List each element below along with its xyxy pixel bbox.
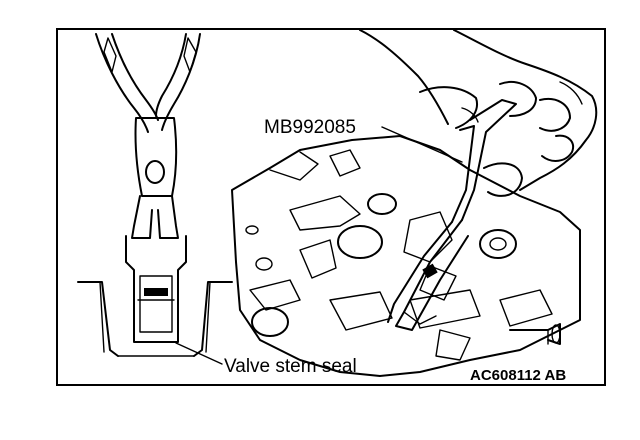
part-name-label: Valve stem seal	[224, 356, 357, 377]
tool-number-label: MB992085	[264, 117, 356, 138]
pliers-detail	[77, 33, 233, 357]
seal-leader-line	[175, 342, 223, 365]
pivot-pin-icon	[145, 160, 165, 184]
figure-frame	[56, 28, 606, 386]
tool-leader-line	[381, 126, 463, 163]
figure-code-label: AC608112 AB	[470, 367, 566, 384]
hand-holding-tool	[359, 29, 598, 191]
cylinder-head-scene	[231, 135, 581, 377]
special-tool-mb992085	[387, 99, 523, 331]
